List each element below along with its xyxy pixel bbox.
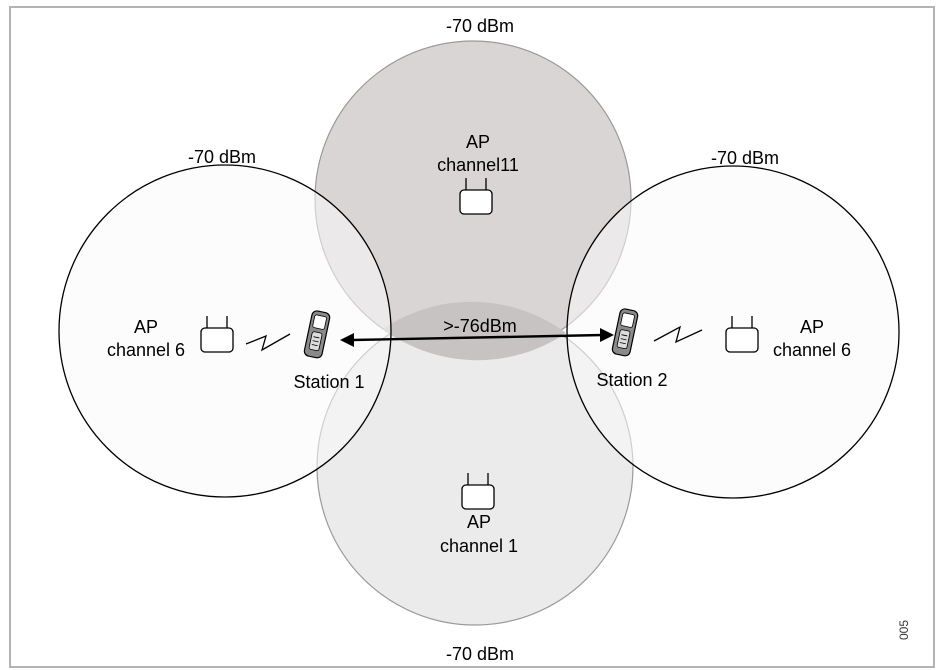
access-point-icon bbox=[459, 178, 493, 215]
station-link-arrow bbox=[340, 328, 614, 347]
access-point-icon bbox=[461, 473, 495, 510]
access-point-icon bbox=[200, 316, 234, 353]
ap-label-right: AP bbox=[800, 317, 824, 337]
ap-channel-right: channel 6 bbox=[773, 340, 851, 360]
signal-label-left: -70 dBm bbox=[188, 147, 256, 167]
wireless-signal-icon bbox=[245, 333, 291, 352]
link-signal-label: >-76dBm bbox=[443, 316, 517, 336]
figure-number: 005 bbox=[897, 620, 911, 640]
station-1-label: Station 1 bbox=[293, 372, 364, 392]
handset-icon bbox=[611, 308, 639, 357]
ap-channel-left: channel 6 bbox=[107, 340, 185, 360]
wireless-signal-icon bbox=[653, 325, 703, 344]
station-2-label: Station 2 bbox=[596, 370, 667, 390]
ap-label-top: AP bbox=[466, 132, 490, 152]
signal-label-right: -70 dBm bbox=[711, 148, 779, 168]
signal-label-bottom: -70 dBm bbox=[446, 644, 514, 664]
signal-label-top: -70 dBm bbox=[446, 16, 514, 36]
ap-channel-top: channel11 bbox=[437, 155, 519, 175]
ap-channel-bottom: channel 1 bbox=[440, 536, 518, 556]
access-point-icon bbox=[725, 316, 759, 353]
ap-label-bottom: AP bbox=[467, 512, 491, 532]
overlap-top-bottom bbox=[383, 301, 566, 361]
ap-label-left: AP bbox=[134, 317, 158, 337]
handset-icon bbox=[303, 310, 331, 359]
